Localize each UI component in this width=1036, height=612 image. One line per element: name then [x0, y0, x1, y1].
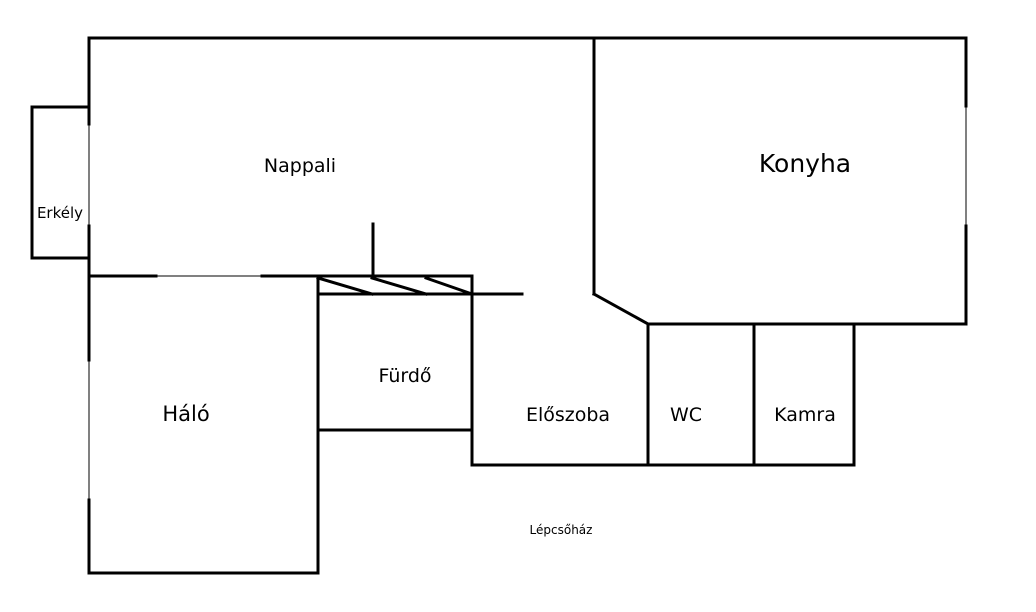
- label-lepcsohaz: Lépcsőház: [530, 523, 593, 537]
- label-nappali: Nappali: [264, 155, 336, 177]
- hatch-3: [424, 276, 474, 296]
- label-konyha: Konyha: [759, 149, 851, 178]
- label-kamra: Kamra: [774, 404, 836, 426]
- label-erkely: Erkély: [37, 204, 83, 222]
- hatch-2: [370, 276, 428, 296]
- label-halo: Háló: [162, 402, 209, 426]
- label-wc: WC: [670, 404, 702, 426]
- walls: [30, 36, 968, 575]
- openings: [88, 106, 967, 500]
- label-furdo: Fürdő: [378, 365, 431, 387]
- wall-diagonal: [591, 291, 651, 327]
- wall-erkely: [30, 105, 91, 260]
- hatch-1: [316, 276, 374, 296]
- label-eloszoba: Előszoba: [526, 404, 610, 426]
- room-labels: Nappali Konyha Erkély Háló Fürdő Előszob…: [37, 149, 851, 537]
